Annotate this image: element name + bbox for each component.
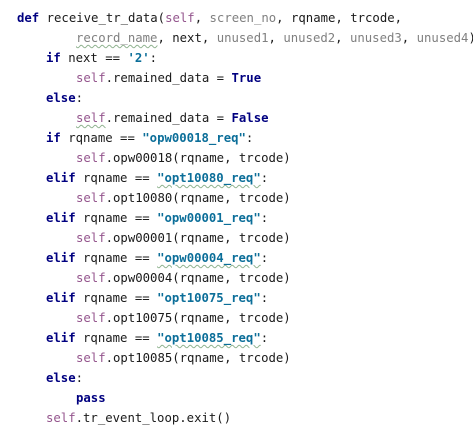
code-line[interactable]: self.remained_data = True: [76, 68, 261, 88]
code-token: ,: [201, 31, 217, 45]
code-token: rqname ==: [83, 171, 158, 185]
code-line[interactable]: self.opt10085(rqname, trcode): [76, 348, 291, 368]
code-token: :: [260, 211, 269, 225]
code-token: "opw00004_req": [157, 251, 261, 265]
code-token: .remained_data =: [105, 71, 232, 85]
code-line[interactable]: def receive_tr_data(self, screen_no, rqn…: [17, 8, 402, 28]
code-token: elif: [46, 171, 84, 185]
code-token: elif: [46, 211, 84, 225]
code-token: self: [76, 351, 106, 365]
code-token: True: [231, 71, 262, 85]
code-token: :: [75, 371, 84, 385]
code-line[interactable]: else:: [46, 368, 83, 388]
code-token: elif: [46, 251, 84, 265]
code-token: :: [245, 131, 254, 145]
code-line[interactable]: self.opt10080(rqname, trcode): [76, 188, 291, 208]
code-token: ,: [401, 31, 417, 45]
code-token: False: [231, 111, 269, 125]
code-token: if: [46, 131, 69, 145]
code-token: .opt10080(rqname, trcode): [105, 191, 291, 205]
code-token: ,: [394, 11, 403, 25]
code-token: unused2: [283, 31, 336, 45]
code-token: rqname ==: [83, 331, 158, 345]
code-token: rqname ==: [83, 291, 158, 305]
code-token: self: [76, 151, 106, 165]
code-token: trcode: [350, 11, 395, 25]
code-token: self: [76, 231, 106, 245]
code-token: .tr_event_loop.exit(): [75, 411, 232, 425]
code-token: receive_tr_data(: [46, 11, 166, 25]
code-token: .opw00018(rqname, trcode): [105, 151, 291, 165]
code-token: .remained_data =: [105, 111, 232, 125]
code-token: pass: [76, 391, 106, 405]
code-token: :: [260, 291, 269, 305]
code-token: ,: [335, 31, 350, 45]
code-line[interactable]: pass: [76, 388, 106, 408]
code-token: rqname ==: [83, 251, 158, 265]
code-token: .opt10085(rqname, trcode): [105, 351, 291, 365]
code-token: def: [17, 11, 47, 25]
code-token: unused1: [216, 31, 269, 45]
code-token: next ==: [68, 51, 128, 65]
code-line[interactable]: elif rqname == "opw00001_req":: [46, 208, 268, 228]
code-token: elif: [46, 331, 84, 345]
code-token: self: [46, 411, 76, 425]
code-token: rqname ==: [83, 211, 158, 225]
code-line[interactable]: self.tr_event_loop.exit(): [46, 408, 231, 428]
code-token: :: [260, 331, 269, 345]
code-token: self: [165, 11, 195, 25]
code-token: ,: [194, 11, 210, 25]
code-line[interactable]: else:: [46, 88, 83, 108]
code-token: self: [76, 71, 106, 85]
code-token: else: [46, 91, 76, 105]
code-token: "opw00001_req": [157, 211, 261, 225]
code-token: self: [76, 271, 106, 285]
code-token: "opw00018_req": [142, 131, 246, 145]
code-token: self: [76, 191, 106, 205]
code-token: rqname: [290, 11, 336, 25]
code-line[interactable]: if next == '2':: [46, 48, 157, 68]
code-line[interactable]: self.opw00001(rqname, trcode): [76, 228, 291, 248]
code-token: .opw00001(rqname, trcode): [105, 231, 291, 245]
code-token: ,: [157, 31, 173, 45]
code-line[interactable]: elif rqname == "opt10085_req":: [46, 328, 268, 348]
code-token: "opt10080_req": [157, 171, 261, 185]
code-token: next: [172, 31, 202, 45]
code-token: rqname ==: [68, 131, 143, 145]
code-token: "opt10085_req": [157, 331, 261, 345]
code-token: self: [76, 111, 106, 125]
code-token: .opt10075(rqname, trcode): [105, 311, 291, 325]
code-token: unused4: [416, 31, 469, 45]
code-token: record_name: [76, 31, 158, 45]
code-line[interactable]: record_name, next, unused1, unused2, unu…: [76, 28, 473, 48]
code-token: screen_no: [209, 11, 277, 25]
code-token: self: [76, 311, 106, 325]
code-token: if: [46, 51, 69, 65]
code-token: "opt10075_req": [157, 291, 261, 305]
code-token: ):: [468, 31, 473, 45]
code-line[interactable]: self.opt10075(rqname, trcode): [76, 308, 291, 328]
code-token: :: [260, 251, 269, 265]
code-token: :: [75, 91, 84, 105]
code-token: :: [260, 171, 269, 185]
code-token: else: [46, 371, 76, 385]
code-token: ,: [268, 31, 284, 45]
code-token: '2': [127, 51, 150, 65]
code-token: unused3: [349, 31, 402, 45]
code-line[interactable]: self.opw00018(rqname, trcode): [76, 148, 291, 168]
code-token: ,: [276, 11, 291, 25]
code-line[interactable]: elif rqname == "opt10080_req":: [46, 168, 268, 188]
code-line[interactable]: elif rqname == "opw00004_req":: [46, 248, 268, 268]
code-token: .opw00004(rqname, trcode): [105, 271, 291, 285]
code-line[interactable]: self.remained_data = False: [76, 108, 269, 128]
code-line[interactable]: if rqname == "opw00018_req":: [46, 128, 253, 148]
code-token: elif: [46, 291, 84, 305]
code-token: :: [149, 51, 158, 65]
code-line[interactable]: elif rqname == "opt10075_req":: [46, 288, 268, 308]
code-token: ,: [335, 11, 351, 25]
code-line[interactable]: self.opw00004(rqname, trcode): [76, 268, 291, 288]
